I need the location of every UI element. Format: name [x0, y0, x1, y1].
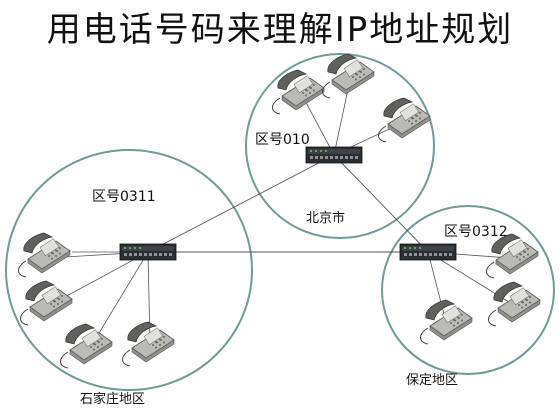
backbone-links: [147, 154, 429, 253]
shijiazhuang-region-circle: [5, 149, 253, 391]
link-beijing-baoding: [333, 154, 429, 253]
beijing-code-label: 区号010: [255, 132, 310, 148]
baoding-switch-icon: [399, 243, 457, 261]
diagram-title: 用电话号码来理解IP地址规划: [46, 10, 514, 50]
beijing-switch-icon: [305, 146, 363, 164]
shijiazhuang-switch-icon: [119, 243, 177, 261]
baoding-code-label: 区号0312: [444, 224, 508, 240]
baoding-name-label: 保定地区: [406, 373, 458, 388]
beijing-name-label: 北京市: [306, 210, 345, 226]
shijiazhuang-code-label: 区号0311: [92, 189, 156, 205]
shijiazhuang-name-label: 石家庄地区: [80, 391, 145, 407]
link-shijiazhuang-beijing: [147, 154, 335, 253]
